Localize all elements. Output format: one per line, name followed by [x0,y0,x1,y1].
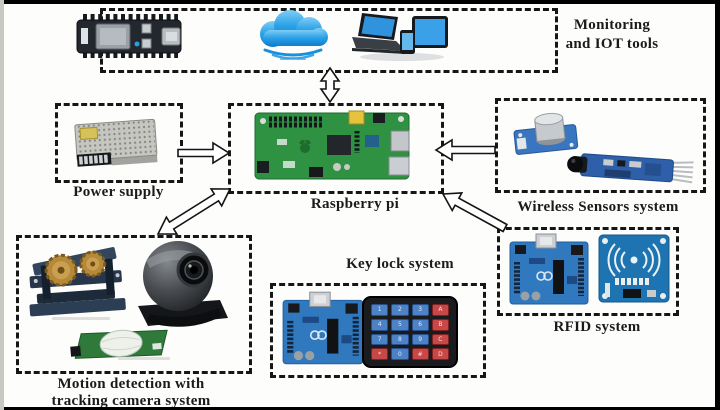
keypad-key: 1 [371,304,389,316]
keypad-key: 0 [391,348,409,360]
pir-motion-sensor-image [68,320,183,365]
keypad-grid: 1 2 3 A 4 5 6 B 7 8 9 C * 0 # D [371,304,449,360]
keypad-key: B [431,318,449,331]
watermark-line [52,317,110,320]
rfid-reader-module-image [597,233,671,304]
cloud-icon [243,10,343,60]
rfid-system-label: RFID system [553,319,641,335]
gas-sensor-module-image [510,107,590,155]
label-line: and IOT tools [565,36,659,52]
motion-detection-box [16,235,252,374]
label-line: Motion detection with [57,376,205,392]
keypad-key: 9 [411,333,429,346]
pan-tilt-servo-assembly-image [24,243,134,323]
frame-border-right [715,0,720,410]
power-supply-unit-image [68,112,164,172]
keypad-key: * [371,348,389,360]
keypad-key: 2 [391,304,409,316]
matrix-keypad-image: 1 2 3 A 4 5 6 B 7 8 9 C * 0 # D [362,296,458,368]
keypad-key: # [411,348,429,360]
ir-sensor-module-image [565,150,695,186]
keypad-key: C [431,333,449,346]
rfid-system-box [497,227,679,316]
arrow-wireless-to-rpi [434,138,496,162]
keypad-key: 5 [391,318,409,331]
computing-devices-image [350,10,452,62]
raspberry-pi-board-image [253,109,411,183]
motion-detection-label: Motion detection with tracking camera sy… [16,376,246,410]
keypad-key: 6 [411,318,429,331]
keypad-key: 3 [411,304,429,316]
arrow-monitoring-rpi-double [319,66,341,104]
arrow-power-to-rpi [177,141,231,165]
arduino-uno-image [278,290,368,368]
label-line: tracking camera system [51,393,211,409]
wireless-sensors-label: Wireless Sensors system [517,199,679,215]
keypad-key: 7 [371,333,389,346]
key-lock-system-label: Key lock system [346,256,454,272]
monitoring-iot-tools-label: Monitoring and IOT tools [552,16,672,54]
label-line: Monitoring [573,17,651,33]
frame-border-left [0,0,4,410]
watermark-line [118,357,170,360]
arduino-uno-image [505,232,593,308]
raspberry-pi-label: Raspberry pi [310,196,400,212]
keypad-key: 8 [391,333,409,346]
keypad-key: 4 [371,318,389,331]
frame-border-bottom [0,407,720,410]
webcam-image [118,238,238,333]
keypad-key: A [431,304,449,316]
keypad-key: D [431,348,449,360]
wireless-sensors-box [495,98,706,193]
key-lock-system-box [270,283,486,378]
frame-border-top [0,0,720,4]
power-supply-label: Power supply [73,184,164,200]
wifi-dev-board-image [74,13,186,59]
